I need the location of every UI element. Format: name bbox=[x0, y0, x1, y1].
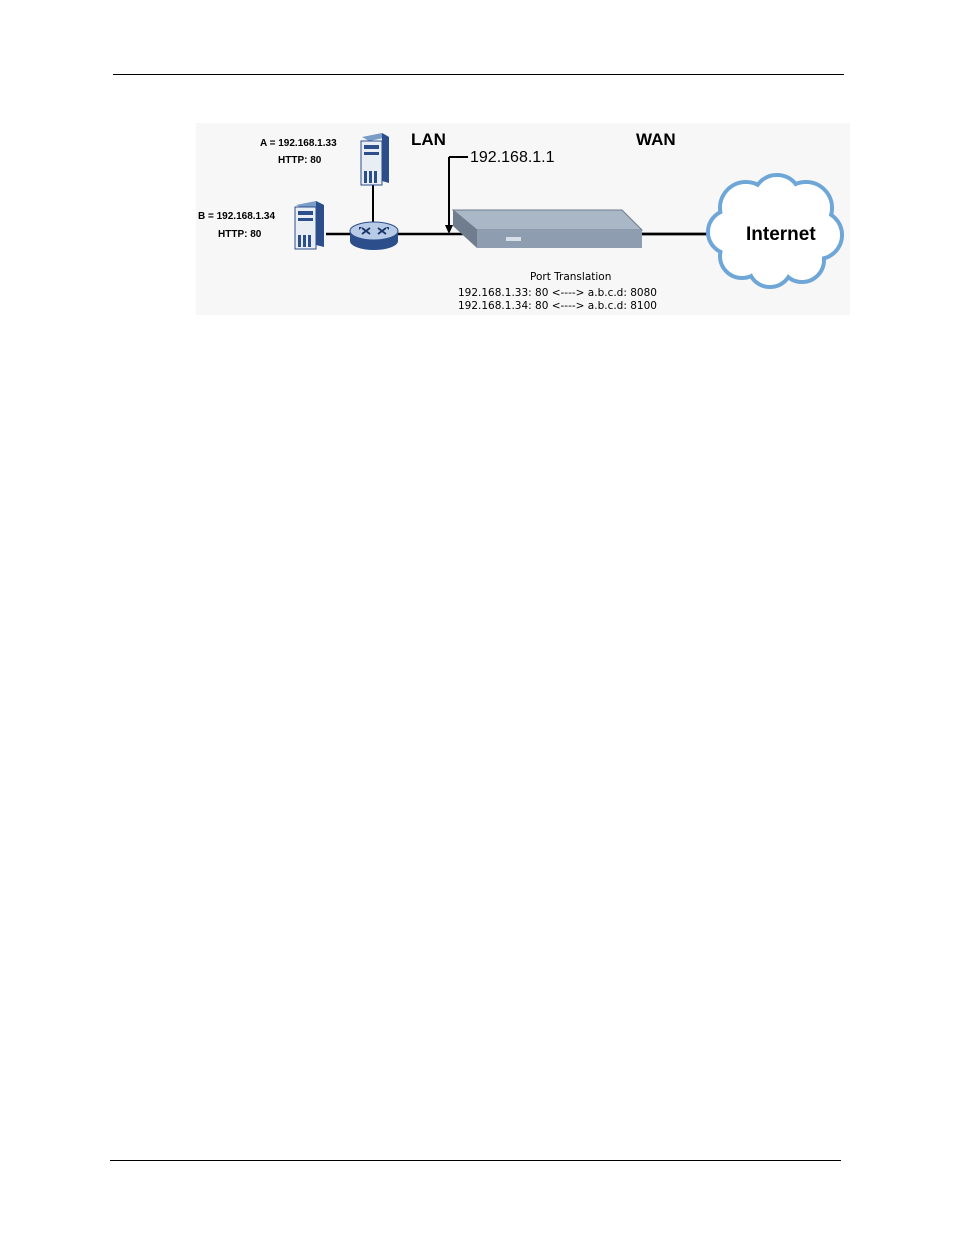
header-rule bbox=[113, 74, 844, 75]
server-b-service-label: HTTP: 80 bbox=[218, 230, 261, 240]
gateway-pointer-arrowhead bbox=[445, 225, 453, 234]
server-b-icon bbox=[295, 201, 324, 249]
lan-label: LAN bbox=[411, 131, 446, 148]
wan-label: WAN bbox=[636, 131, 676, 148]
port-translation-title: Port Translation bbox=[530, 272, 611, 283]
port-translation-row: 192.168.1.34: 80 <----> a.b.c.d: 8100 bbox=[458, 301, 657, 312]
server-a-ip-label: A = 192.168.1.33 bbox=[260, 139, 337, 149]
footer-rule bbox=[110, 1160, 841, 1161]
router-icon bbox=[350, 222, 398, 250]
server-b-ip-label: B = 192.168.1.34 bbox=[198, 212, 275, 222]
internet-label: Internet bbox=[746, 225, 816, 244]
port-translation-row: 192.168.1.33: 80 <----> a.b.c.d: 8080 bbox=[458, 288, 657, 299]
server-a-service-label: HTTP: 80 bbox=[278, 156, 321, 166]
gateway-device-icon bbox=[453, 210, 642, 248]
port-translation-diagram: A = 192.168.1.33 HTTP: 80 B = 192.168.1.… bbox=[196, 123, 850, 315]
gateway-ip-label: 192.168.1.1 bbox=[470, 150, 555, 166]
server-a-icon bbox=[361, 133, 389, 185]
